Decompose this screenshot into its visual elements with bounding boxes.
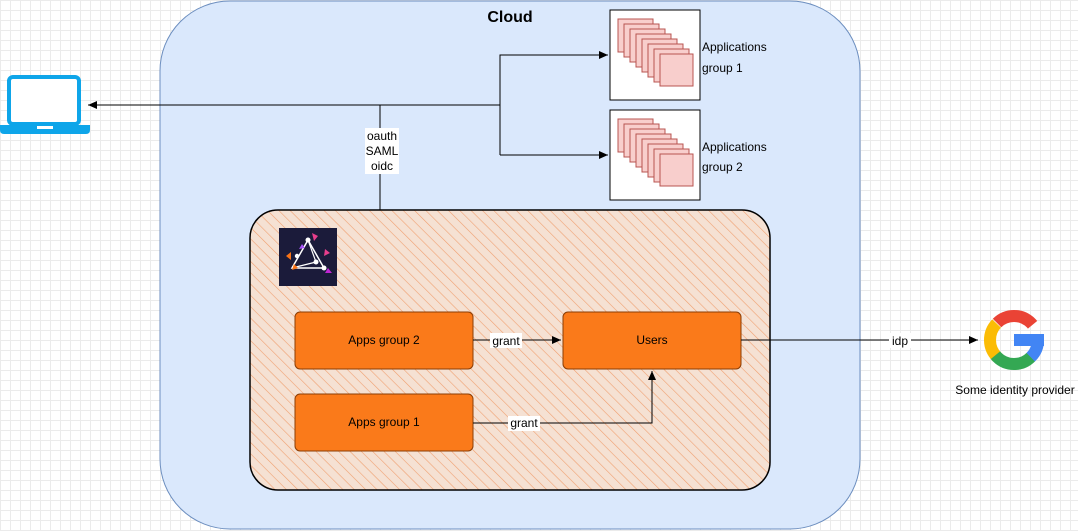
grant-label-1-bg — [490, 333, 522, 348]
auth-protocol-label-bg — [365, 128, 399, 174]
identity-provider-label: Some identity provider — [955, 383, 1074, 397]
applications-group-1-line1: Applications — [702, 40, 767, 54]
auth-saml-label: SAML — [366, 144, 399, 158]
laptop-icon[interactable] — [0, 75, 90, 134]
stacked-apps-icon — [617, 18, 694, 87]
apps-group-1-label: Apps group 1 — [348, 415, 420, 429]
grant-label-2-bg — [508, 416, 540, 431]
grant-label-1: grant — [492, 334, 520, 348]
idp-label-bg — [889, 333, 911, 348]
google-g-icon[interactable] — [980, 306, 1048, 374]
idp-edge-label: idp — [892, 334, 908, 348]
applications-group-2-line1: Applications — [702, 140, 767, 154]
users-node[interactable]: Users — [562, 311, 742, 370]
applications-group-1[interactable]: Applications group 1 — [609, 9, 767, 101]
apps-group-1-node[interactable]: Apps group 1 — [294, 393, 474, 452]
stacked-apps-icon — [617, 118, 694, 187]
auth-oidc-label: oidc — [371, 159, 393, 173]
connector-lines — [88, 51, 608, 210]
users-label: Users — [636, 333, 667, 347]
cloud-title: Cloud — [487, 9, 532, 26]
apps-group-2-node[interactable]: Apps group 2 — [294, 311, 474, 370]
apps-group-2-label: Apps group 2 — [348, 333, 420, 347]
auth-oauth-label: oauth — [367, 129, 397, 143]
applications-group-2-line2: group 2 — [702, 160, 743, 174]
keycloak-logo-icon — [279, 228, 337, 286]
grant-label-2: grant — [510, 416, 538, 430]
auth-protocol-label: oauth SAML oidc — [366, 129, 399, 173]
applications-group-2[interactable]: Applications group 2 — [609, 109, 767, 201]
applications-group-1-line2: group 1 — [702, 61, 743, 75]
